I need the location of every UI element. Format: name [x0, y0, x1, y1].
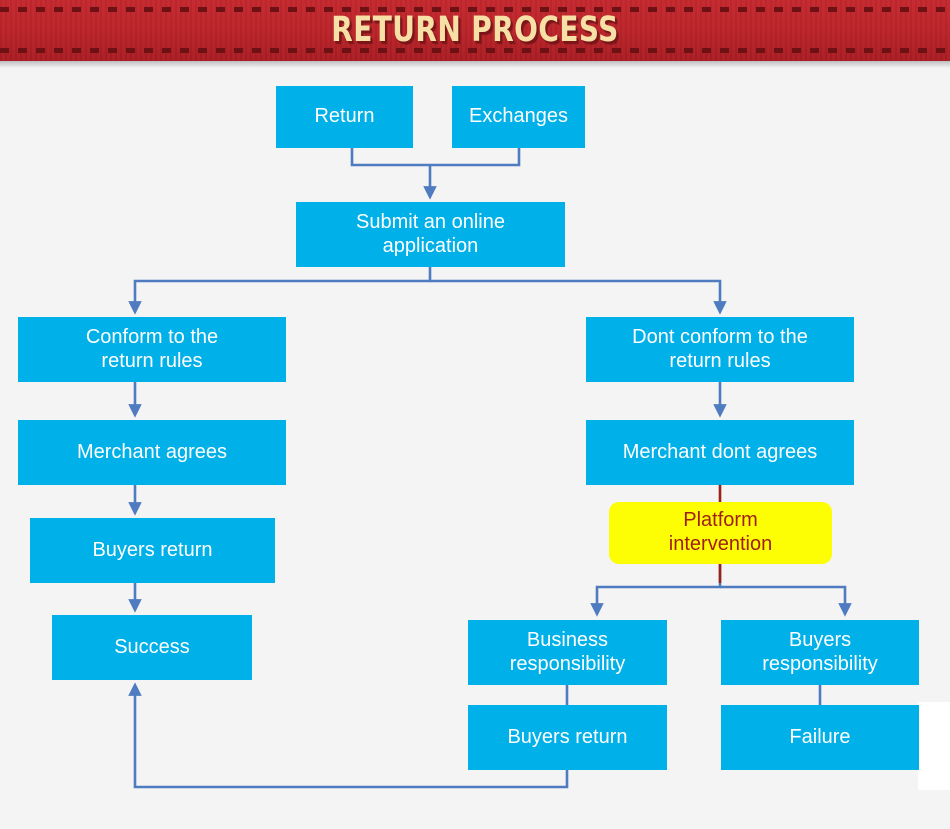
node-platform-intervention[interactable]: Platform intervention — [609, 502, 832, 564]
edge-platform-to-buyers-resp — [720, 585, 852, 617]
connector-layer — [128, 148, 852, 789]
header-banner: RETURN PROCESS — [0, 0, 950, 61]
page-title: RETURN PROCESS — [331, 10, 619, 50]
flowchart-canvas: Return Exchanges Submit an online applic… — [0, 61, 950, 829]
banner-stitch-bottom-decoration — [0, 48, 950, 53]
node-conform-to-return-rules[interactable]: Conform to the return rules — [18, 317, 286, 382]
node-merchant-agrees[interactable]: Merchant agrees — [18, 420, 286, 485]
node-failure[interactable]: Failure — [721, 705, 919, 770]
node-buyers-responsibility[interactable]: Buyers responsibility — [721, 620, 919, 685]
edge-return-exchanges-merge — [350, 148, 521, 167]
edge-submit-to-dont-conform — [430, 279, 727, 315]
node-exchanges[interactable]: Exchanges — [452, 86, 585, 148]
node-dont-conform-to-return-rules[interactable]: Dont conform to the return rules — [586, 317, 854, 382]
node-success[interactable]: Success — [52, 615, 252, 680]
white-patch-artifact — [918, 702, 950, 790]
node-buyers-return-left[interactable]: Buyers return — [30, 518, 275, 583]
banner-stitch-top-decoration — [0, 7, 950, 12]
node-business-responsibility[interactable]: Business responsibility — [468, 620, 667, 685]
node-merchant-dont-agrees[interactable]: Merchant dont agrees — [586, 420, 854, 485]
node-return[interactable]: Return — [276, 86, 413, 148]
node-buyers-return-right[interactable]: Buyers return — [468, 705, 667, 770]
banner-drop-shadow — [0, 61, 950, 68]
edge-feedback-to-success — [128, 682, 569, 789]
edge-platform-to-business-resp — [590, 564, 722, 617]
edge-submit-to-conform — [128, 267, 432, 315]
node-submit-online-application[interactable]: Submit an online application — [296, 202, 565, 267]
